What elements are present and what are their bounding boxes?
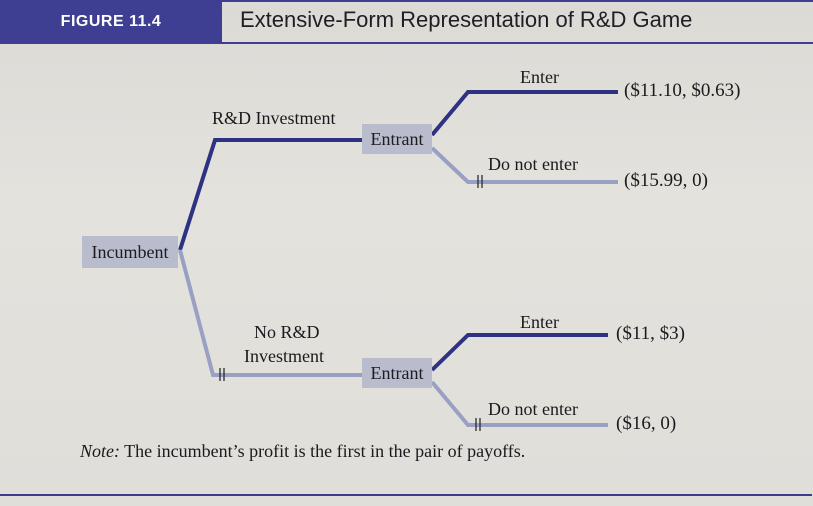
payoff-not-enter-rd: ($15.99, 0): [624, 170, 708, 191]
figure-title: Extensive-Form Representation of R&D Gam…: [240, 7, 693, 32]
note-label: Note:: [80, 441, 120, 461]
label-no-rd-1: No R&D: [254, 322, 320, 342]
branch-lower-not-enter: [430, 380, 608, 427]
figure-tag: FIGURE 11.4: [0, 0, 222, 44]
figure-frame: [0, 494, 812, 496]
label-no-rd-2: Investment: [244, 346, 324, 366]
label-rd-investment: R&D Investment: [212, 108, 336, 128]
title-bar: [222, 0, 813, 44]
note-text: The incumbent’s profit is the first in t…: [120, 441, 526, 461]
payoff-not-enter-no-rd: ($16, 0): [616, 413, 677, 434]
branch-upper-not-enter: [430, 146, 618, 184]
payoff-enter-no-rd: ($11, $3): [616, 323, 685, 344]
node-incumbent: Incumbent: [82, 236, 178, 268]
branch-rd-investment: [178, 138, 362, 251]
branch-upper-enter: [430, 90, 618, 137]
node-entrant-upper: Entrant: [362, 124, 432, 154]
payoff-enter-rd: ($11.10, $0.63): [624, 80, 741, 101]
prune-mark-lower: [219, 368, 225, 381]
branch-no-rd: [178, 249, 362, 377]
label-upper-enter: Enter: [520, 67, 559, 87]
label-lower-not-enter: Do not enter: [488, 399, 578, 419]
branch-lower-enter: [430, 333, 608, 372]
node-entrant-lower: Entrant: [362, 358, 432, 388]
label-upper-not-enter: Do not enter: [488, 154, 578, 174]
prune-mark-lower-not-enter: [475, 418, 481, 431]
figure-note: Note: The incumbent’s profit is the firs…: [80, 441, 525, 462]
prune-mark-upper-not-enter: [477, 175, 483, 188]
label-lower-enter: Enter: [520, 312, 559, 332]
